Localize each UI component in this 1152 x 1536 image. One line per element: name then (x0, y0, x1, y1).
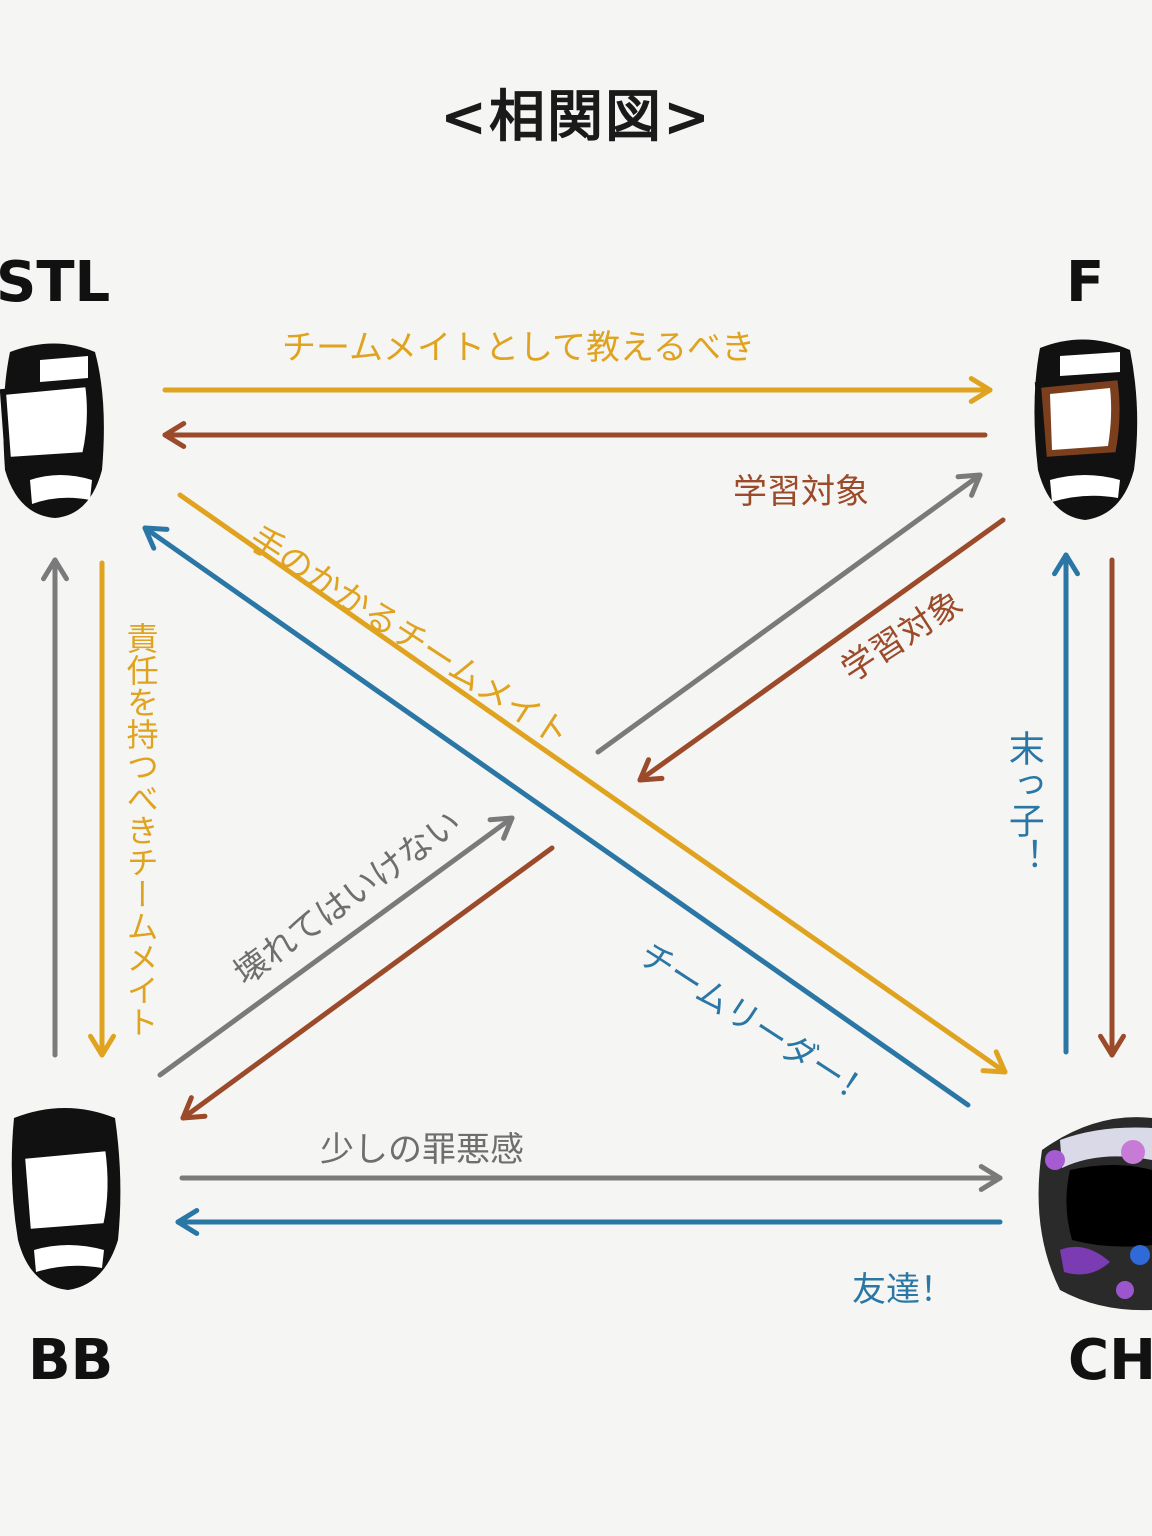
arrow-bb-to-f-2-head (487, 815, 515, 841)
arrow-bb-to-ch (179, 1164, 1003, 1192)
arrow-f-to-bb-2 (180, 845, 555, 1121)
label-ch-to-bb: 友達！ (852, 1270, 954, 1310)
arrow-ch-to-stl (142, 525, 971, 1108)
node-label-stl: STL (0, 250, 111, 315)
label-stl-to-f: チームメイトとして教えるべき (282, 328, 755, 368)
node-label-f: F (1066, 250, 1105, 315)
arrow-stl-to-bb-head (88, 1033, 116, 1058)
arrow-f-to-bb (637, 517, 1006, 783)
page-title: <相関図> (440, 85, 712, 150)
arrow-stl-to-ch-head (980, 1049, 1008, 1075)
helmet-icon (11, 1108, 121, 1290)
arrow-f-to-bb-2-head (180, 1095, 208, 1121)
arrow-bb-to-stl (41, 557, 69, 1058)
arrow-f-to-ch-head (1098, 1033, 1126, 1058)
arrow-stl-to-f (162, 376, 993, 404)
arrow-f-to-stl-head (162, 421, 187, 449)
arrow-ch-to-f-head (1052, 552, 1080, 577)
arrow-f-to-stl (162, 421, 988, 449)
arrow-bb-to-ch-head (978, 1164, 1003, 1192)
arrow-bb-to-f-2 (157, 815, 515, 1078)
decorated-helmet-icon (1038, 1117, 1152, 1311)
helmet-icon (1034, 339, 1138, 520)
label-ch-to-f: 末っ子！ (1002, 730, 1044, 874)
arrow-ch-to-stl-head (142, 525, 170, 551)
helmet-icon (0, 343, 104, 518)
arrow-ch-to-bb (175, 1208, 1003, 1236)
arrow-ch-to-bb-head (175, 1208, 200, 1236)
arrow-stl-to-bb (88, 560, 116, 1058)
arrow-bb-to-stl-head (41, 557, 69, 582)
arrow-bb-to-f-head (955, 472, 983, 498)
arrow-stl-to-ch (177, 492, 1008, 1075)
label-f-to-stl: 学習対象 (733, 472, 869, 512)
node-label-bb: BB (28, 1328, 114, 1393)
arrow-ch-to-f (1052, 552, 1080, 1055)
arrow-f-to-ch (1098, 557, 1126, 1058)
arrow-bb-to-f (595, 472, 983, 755)
arrow-f-to-bb-head (637, 757, 665, 783)
arrows-layer (41, 376, 1126, 1236)
label-bb-to-ch: 少しの罪悪感 (320, 1130, 524, 1170)
node-label-ch: CH (1068, 1328, 1152, 1393)
label-stl-to-bb: 責任を持つべきチームメイト (121, 622, 160, 1038)
arrow-stl-to-f-head (968, 376, 993, 404)
